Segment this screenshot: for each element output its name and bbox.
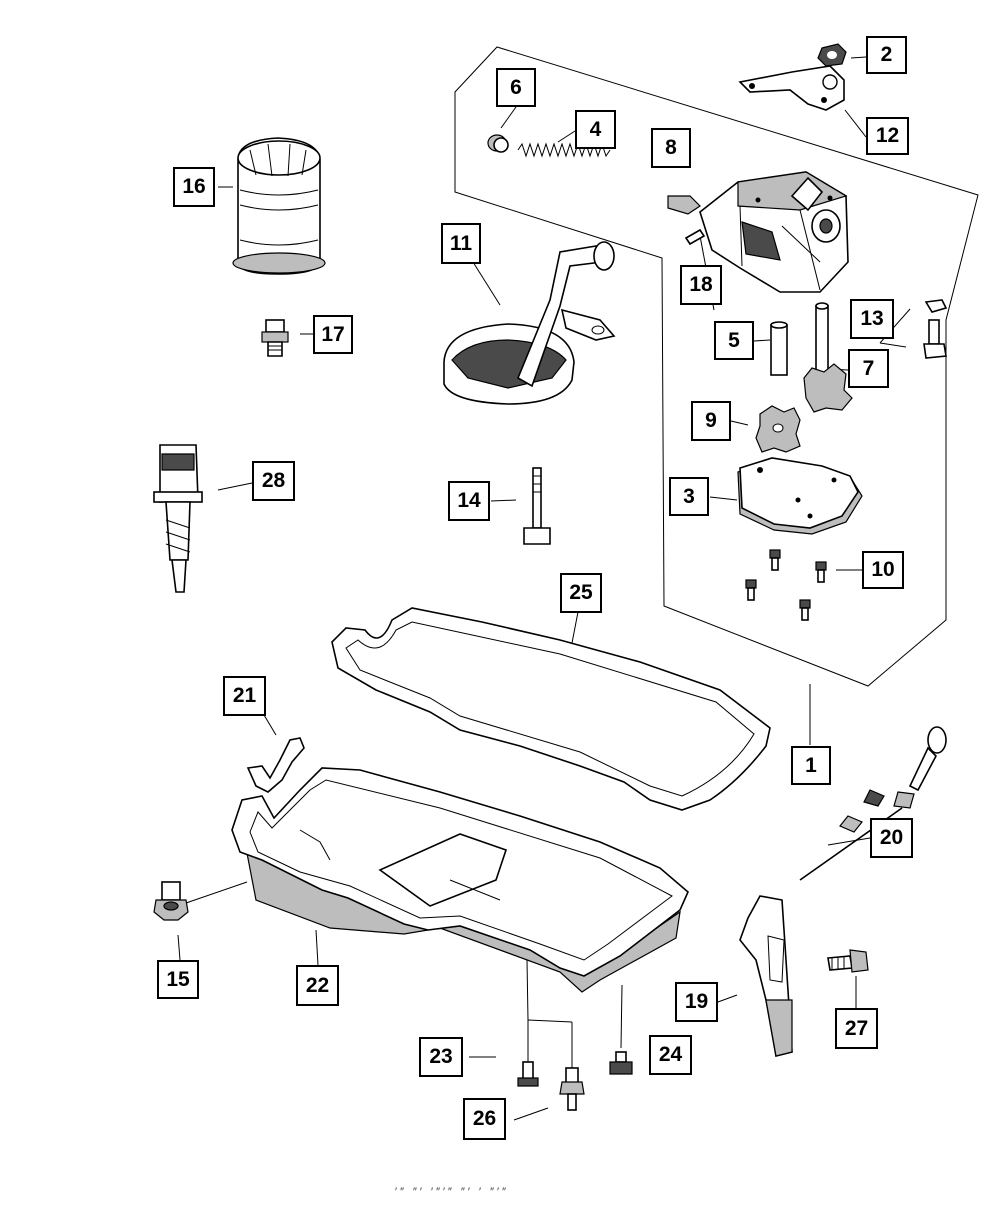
oil-pan-gasket-part (331, 607, 771, 811)
retainer-cap-part (487, 134, 509, 153)
callout-label: 28 (261, 469, 286, 492)
pump-bolt-part (923, 299, 948, 359)
callout-25[interactable]: 25 (560, 573, 602, 613)
callout-13[interactable]: 13 (850, 299, 894, 339)
callout-20[interactable]: 20 (870, 818, 913, 858)
callout-label: 19 (684, 990, 709, 1013)
callout-label: 14 (457, 489, 481, 512)
callout-label: 25 (569, 581, 593, 604)
callout-label: 20 (879, 826, 904, 849)
oil-filter-part (232, 137, 326, 275)
callout-7[interactable]: 7 (848, 349, 889, 388)
filter-adapter-part (261, 319, 289, 357)
callout-label: 18 (689, 273, 713, 296)
callout-5[interactable]: 5 (714, 321, 754, 360)
callout-9[interactable]: 9 (691, 401, 731, 441)
oil-pump-body-part (699, 171, 849, 293)
idler-gear-part (755, 405, 801, 453)
callout-2[interactable]: 2 (866, 36, 907, 74)
callout-label: 21 (232, 684, 257, 707)
pump-cover-part (737, 457, 863, 535)
callout-12[interactable]: 12 (866, 117, 909, 155)
callout-label: 26 (472, 1107, 497, 1130)
oil-pickup-part (443, 241, 616, 405)
callout-label: 16 (182, 175, 206, 198)
cover-bolts-part (745, 549, 827, 621)
callout-label: 24 (658, 1043, 683, 1066)
callout-15[interactable]: 15 (157, 960, 199, 999)
tray-bracket-part (246, 737, 305, 793)
callout-label: 1 (805, 753, 817, 777)
callout-10[interactable]: 10 (862, 551, 904, 589)
pump-pin-part (684, 228, 706, 246)
pan-nut-part (609, 1051, 633, 1075)
dipstick-part (799, 726, 947, 881)
callout-label: 4 (589, 117, 602, 141)
pan-bolts-part (517, 1061, 585, 1111)
callout-23[interactable]: 23 (419, 1037, 463, 1077)
callout-21[interactable]: 21 (223, 676, 266, 716)
callout-label: 9 (705, 409, 717, 432)
idler-shaft-part (770, 321, 788, 376)
callout-1[interactable]: 1 (791, 746, 831, 785)
callout-16[interactable]: 16 (173, 167, 215, 207)
callout-8[interactable]: 8 (651, 128, 691, 168)
callout-6[interactable]: 6 (496, 68, 536, 107)
oil-pump-group-frame (454, 46, 979, 687)
dipstick-tube-part (739, 895, 793, 1057)
callout-28[interactable]: 28 (252, 461, 295, 501)
callout-3[interactable]: 3 (669, 477, 709, 516)
callout-label: 27 (844, 1016, 869, 1040)
callout-label: 7 (862, 356, 875, 380)
callout-11[interactable]: 11 (441, 223, 481, 264)
pump-nut-part (817, 43, 847, 67)
callout-4[interactable]: 4 (575, 110, 616, 149)
callout-label: 3 (683, 484, 695, 508)
callout-label: 11 (449, 231, 473, 255)
callout-14[interactable]: 14 (448, 481, 490, 521)
leader-lines (177, 56, 911, 1121)
callout-label: 10 (871, 558, 895, 581)
callout-label: 15 (166, 967, 190, 991)
stud-bolt-part (523, 467, 551, 545)
oil-pan-part (231, 767, 689, 993)
footer-reference-text: ′″ ″′ ′″′″ ″′ ′ ″′″ (395, 1186, 509, 1198)
callout-22[interactable]: 22 (296, 965, 339, 1006)
callout-label: 17 (321, 322, 345, 346)
callout-26[interactable]: 26 (463, 1098, 506, 1140)
oil-sensor-part (827, 949, 869, 973)
callout-label: 2 (880, 43, 893, 66)
drain-plug-part (153, 881, 189, 921)
pump-drive-shaft-part (153, 444, 203, 593)
callout-19[interactable]: 19 (675, 982, 718, 1022)
callout-18[interactable]: 18 (680, 265, 722, 305)
callout-label: 5 (728, 328, 740, 352)
callout-label: 12 (875, 124, 900, 147)
callout-label: 23 (429, 1045, 453, 1068)
callout-label: 8 (665, 136, 677, 159)
callout-label: 13 (860, 307, 884, 330)
callout-17[interactable]: 17 (313, 315, 353, 354)
callout-24[interactable]: 24 (649, 1035, 692, 1075)
callout-label: 22 (305, 973, 330, 997)
callout-27[interactable]: 27 (835, 1008, 878, 1049)
pump-bracket-part (738, 65, 845, 111)
relief-valve-part (667, 195, 701, 215)
callout-label: 6 (510, 75, 522, 99)
drive-gear-shaft-part (803, 302, 853, 413)
